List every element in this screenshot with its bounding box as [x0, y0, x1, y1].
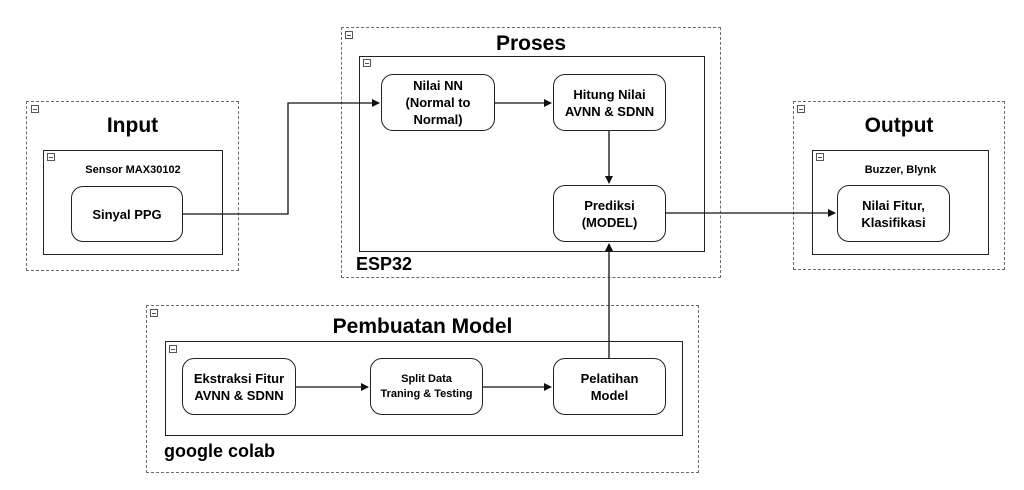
model-group [146, 305, 699, 473]
esp32-label: ESP32 [356, 254, 413, 274]
node-prediksi[interactable]: Prediksi (MODEL) [553, 185, 666, 242]
collapse-icon[interactable] [345, 31, 353, 39]
collapse-icon[interactable] [150, 309, 158, 317]
proses-title: Proses [495, 32, 567, 55]
input-group [26, 101, 239, 271]
node-sinyal-ppg[interactable]: Sinyal PPG [71, 186, 183, 242]
proses-group [341, 27, 721, 278]
sensor-container-label: Sensor MAX30102 [85, 164, 181, 176]
collapse-icon[interactable] [47, 153, 55, 161]
collapse-icon[interactable] [816, 153, 824, 161]
collapse-icon[interactable] [169, 345, 177, 353]
node-hitung-nilai[interactable]: Hitung Nilai AVNN & SDNN [553, 74, 666, 131]
input-title: Input [106, 114, 159, 137]
node-ekstraksi-fitur[interactable]: Ekstraksi Fitur AVNN & SDNN [182, 358, 296, 415]
node-nilai-fitur[interactable]: Nilai Fitur, Klasifikasi [837, 185, 950, 242]
node-nilai-nn[interactable]: Nilai NN (Normal to Normal) [381, 74, 495, 131]
node-pelatihan-model[interactable]: Pelatihan Model [553, 358, 666, 415]
collapse-icon[interactable] [797, 105, 805, 113]
buzzer-blynk-label: Buzzer, Blynk [864, 164, 937, 176]
collapse-icon[interactable] [31, 105, 39, 113]
output-title: Output [864, 114, 934, 137]
edge-ppg-to-nilai-nn [183, 99, 380, 215]
node-split-data[interactable]: Split Data Traning & Testing [370, 358, 483, 415]
collapse-icon[interactable] [363, 59, 371, 67]
model-title: Pembuatan Model [332, 315, 513, 338]
colab-label: google colab [164, 441, 276, 461]
output-group [793, 101, 1005, 270]
